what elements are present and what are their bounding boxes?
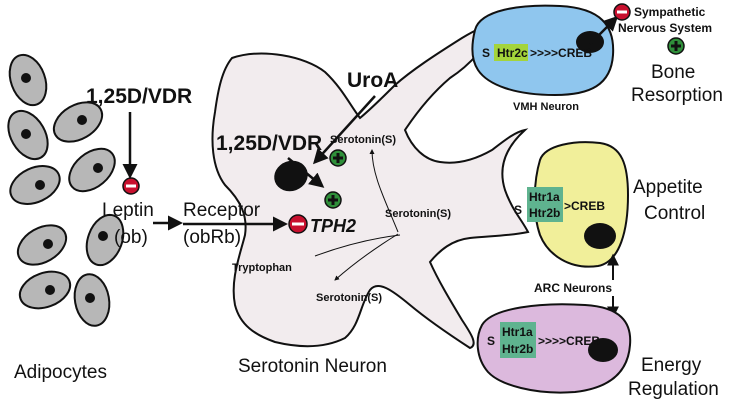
adipocyte-cluster: [7, 53, 125, 327]
arc-appetite-neuron: S Htr1a Htr2b >CREB: [514, 141, 630, 268]
serotonin-upper-label: Serotonin(S): [330, 134, 396, 146]
appetite-label-line1: Appetite: [633, 177, 703, 198]
tph2-label: TPH2: [310, 216, 356, 236]
adipocyte-cell: [9, 165, 61, 205]
adipocyte-cell: [85, 213, 125, 267]
tryptophan-label: Tryptophan: [232, 262, 292, 274]
energy-creb-label: >>>>CREB: [538, 334, 600, 348]
vmh-neuron: S Htr2c >>>>CREB: [471, 4, 615, 97]
adipocyte-cell: [7, 109, 49, 161]
vmh-s-label: S: [482, 46, 490, 60]
arc-s-label: S: [514, 203, 522, 217]
serotonin-mid-label: Serotonin(S): [385, 208, 451, 220]
receptor-label: Receptor: [183, 200, 261, 221]
plus-circle-icon: [329, 149, 347, 167]
arc-htr1a-label: Htr1a: [529, 190, 560, 204]
arc-energy-neuron: S Htr1a Htr2b >>>>CREB: [476, 303, 632, 394]
serotonin-lower-arrow: [334, 233, 399, 281]
minus-circle-icon: [288, 214, 308, 234]
adipocytes-label: Adipocytes: [14, 362, 107, 383]
bone-label-line2: Resorption: [631, 85, 723, 106]
arc-neurons-label: ARC Neurons: [534, 281, 612, 295]
vmh-creb-label: >>>>CREB: [530, 46, 592, 60]
arc-nucleus: [584, 223, 616, 249]
vmh-neuron-label: VMH Neuron: [513, 101, 579, 113]
vdr-to-tph2-arrow: [287, 157, 325, 188]
vdr-label-top: 1,25D/VDR: [86, 85, 192, 108]
leptin-label: Leptin: [102, 200, 154, 221]
serotonin-lower-label: Serotonin(S): [316, 292, 382, 304]
arc-creb-label: >CREB: [564, 199, 605, 213]
vdr-label-center: 1,25D/VDR: [216, 132, 322, 155]
bone-label-line1: Bone: [651, 62, 695, 83]
ob-label: (ob): [114, 227, 148, 248]
energy-label-line1: Energy: [641, 355, 702, 376]
energy-nucleus: [588, 338, 618, 362]
minus-circle-icon: [613, 3, 631, 21]
uroa-arrow: [312, 95, 376, 165]
minus-circle-icon: [122, 177, 140, 195]
energy-s-label: S: [487, 334, 495, 348]
adipocyte-cell: [73, 273, 111, 327]
adipocyte-cell: [16, 224, 68, 266]
energy-htr1a-label: Htr1a: [502, 325, 533, 339]
energy-label-line2: Regulation: [628, 379, 719, 400]
adipocyte-cell: [18, 270, 72, 310]
vmh-to-sns-arrow: [589, 15, 619, 45]
sns-label-line2: Nervous System: [618, 21, 712, 35]
energy-htr-badge: [500, 322, 536, 358]
serotonin-neuron-body: [211, 24, 530, 350]
appetite-label-line2: Control: [644, 203, 705, 224]
htr2c-badge: [494, 44, 528, 61]
adipocyte-cell: [68, 147, 116, 193]
htr2c-label: Htr2c: [497, 46, 528, 60]
plus-circle-icon: [667, 37, 685, 55]
energy-htr2b-label: Htr2b: [502, 342, 533, 356]
arc-htr2b-label: Htr2b: [529, 206, 560, 220]
serotonin-upper-arrow: [369, 149, 399, 233]
plus-circle-icon: [324, 191, 342, 209]
obrb-label: (obRb): [183, 227, 241, 248]
adipocyte-cell: [8, 53, 48, 107]
adipocyte-cell: [52, 101, 104, 143]
serotonin-neuron-label: Serotonin Neuron: [238, 356, 387, 377]
sns-label-line1: Sympathetic: [634, 5, 706, 19]
tryptophan-line: [314, 234, 401, 257]
uroa-label: UroA: [347, 69, 398, 92]
arc-htr-badge: [527, 187, 563, 222]
